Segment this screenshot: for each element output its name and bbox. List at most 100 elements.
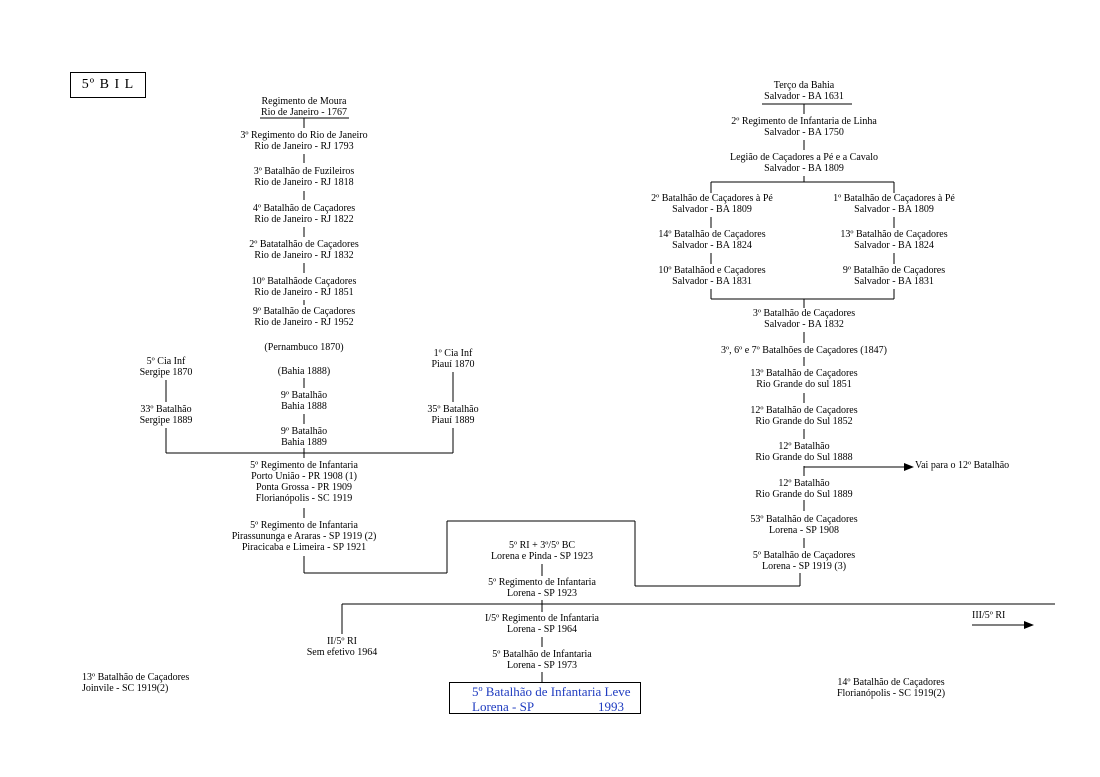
final-unit-year: 1993 [598, 699, 624, 714]
node-53-batalhao-cacadores: 53º Batalhão de Caçadores Lorena - SP 19… [734, 514, 874, 536]
node-14-batalhao-cacadores-ba: 14º Batalhão de Caçadores Salvador - BA … [649, 229, 775, 251]
node-35-batalhao: 35º Batalhão Piauí 1889 [413, 404, 493, 426]
node-line: 3º Batalhão de Fuzileiros [253, 166, 355, 177]
node-line: 1º Cia Inf [433, 348, 473, 359]
node-line: 13º Batalhão de Caçadores [750, 368, 858, 379]
node-line: Terço da Bahia [773, 80, 835, 91]
node-line: 13º Batalhão de Caçadores [840, 229, 948, 240]
node-5-regimento-infantaria-pr: 5º Regimento de Infantaria Porto União -… [224, 460, 384, 504]
node-line: Lorena e Pinda - SP 1923 [490, 551, 594, 562]
node-2-batalhao-cacadores: 2º Batatalhão de Caçadores Rio de Janeir… [239, 239, 369, 261]
node-line: Salvador - BA 1832 [764, 319, 844, 330]
node-line: Rio de Janeiro - RJ 1832 [254, 250, 354, 261]
node-line: 14º Batalhão de Caçadores [837, 677, 945, 688]
node-33-batalhao: 33º Batalhão Sergipe 1889 [126, 404, 206, 426]
node-12-batalhao-cacadores-rs: 12º Batalhão de Caçadores Rio Grande do … [744, 405, 864, 427]
node-line: 9º Batalhão [280, 390, 328, 401]
node-5-batalhao-cacadores: 5º Batalhão de Caçadores Lorena - SP 191… [734, 550, 874, 572]
node-line: 9º Batalhão de Caçadores [252, 306, 356, 317]
node-line: 10º Batalhãode Caçadores [251, 276, 357, 287]
node-line: (Pernambuco 1870) [264, 342, 344, 353]
node-line: 3º Regimento do Rio de Janeiro [240, 130, 368, 141]
final-unit-location: Lorena - SP [472, 699, 535, 714]
node-9-batalhao-cacadores-ba: 9º Batalhão de Caçadores Salvador - BA 1… [831, 265, 957, 287]
node-line: Rio de Janeiro - RJ 1851 [254, 287, 354, 298]
node-line: Bahia 1889 [281, 437, 327, 448]
node-line: Rio Grande do sul 1851 [756, 379, 852, 390]
node-12-batalhao-1888: 12º Batalhão Rio Grande do Sul 1888 [744, 441, 864, 463]
node-2-regimento-infantaria-linha: 2º Regimento de Infantaria de Linha Salv… [719, 116, 889, 138]
arrow-label-iii-5-ri: III/5º RI [972, 610, 1006, 621]
node-line: 2º Batatalhão de Caçadores [249, 239, 359, 250]
node-line: (Bahia 1888) [277, 366, 331, 377]
node-ii-5-ri: II/5º RI Sem efetivo 1964 [297, 636, 387, 658]
node-line: Ponta Grossa - PR 1909 [255, 482, 353, 493]
node-line: Salvador - BA 1631 [764, 91, 844, 102]
node-9-batalhao-1889: 9º Batalhão Bahia 1889 [254, 426, 354, 448]
note-14-batalhao-florianopolis: 14º Batalhão de Caçadores Florianópolis … [826, 677, 956, 699]
node-line: 5º Batalhão de Infantaria [492, 649, 592, 660]
node-line: Rio de Janeiro - RJ 1952 [254, 317, 354, 328]
node-3-batalhao-cacadores-ba: 3º Batalhão de Caçadores Salvador - BA 1… [739, 308, 869, 330]
node-5-regimento-infantaria-sp: 5º Regimento de Infantaria Pirassununga … [214, 520, 394, 553]
node-line: Sem efetivo 1964 [306, 647, 378, 658]
node-line: Rio de Janeiro - 1767 [260, 107, 348, 118]
node-batalhoes-1847: 3º, 6º e 7º Batalhões de Caçadores (1847… [704, 345, 904, 356]
unit-badge: 5º B I L [70, 72, 146, 98]
node-line: Rio de Janeiro - RJ 1822 [254, 214, 354, 225]
node-i-5-regimento: I/5º Regimento de Infantaria Lorena - SP… [467, 613, 617, 635]
node-9-batalhao-cacadores: 9º Batalhão de Caçadores Rio de Janeiro … [239, 306, 369, 328]
node-5-cia-inf: 5º Cia Inf Sergipe 1870 [126, 356, 206, 378]
node-line: Salvador - BA 1809 [854, 204, 934, 215]
node-line: Sergipe 1870 [139, 367, 193, 378]
node-line: Lorena - SP 1923 [507, 588, 577, 599]
node-line: Bahia 1888 [281, 401, 327, 412]
node-5-batalhao-infantaria: 5º Batalhão de Infantaria Lorena - SP 19… [472, 649, 612, 671]
node-line: 3º, 6º e 7º Batalhões de Caçadores (1847… [721, 345, 887, 356]
node-13-batalhao-rs: 13º Batalhão de Caçadores Rio Grande do … [744, 368, 864, 390]
node-line: Piauí 1889 [431, 415, 475, 426]
node-line: Rio Grande do Sul 1889 [755, 489, 853, 500]
node-line: Lorena - SP 1919 (3) [761, 561, 847, 572]
node-line: 33º Batalhão [140, 404, 192, 415]
node-line: 5º Regimento de Infantaria [250, 460, 358, 471]
arrow-label-12-batalhao: Vai para o 12º Batalhão [915, 460, 1010, 471]
node-10-batalhao-cacadores: 10º Batalhãode Caçadores Rio de Janeiro … [239, 276, 369, 298]
node-terco-bahia: Terço da Bahia Salvador - BA 1631 [734, 80, 874, 102]
node-legiao-cacadores: Legião de Caçadores a Pé e a Cavalo Salv… [719, 152, 889, 174]
node-bahia-1888: (Bahia 1888) [254, 366, 354, 377]
node-line: Rio de Janeiro - RJ 1793 [254, 141, 354, 152]
final-unit-location-row: Lorena - SP 1993 [472, 699, 640, 714]
final-unit-box: 5º Batalhão de Infantaria Leve Lorena - … [449, 682, 641, 714]
node-line: 10º Batalhãod e Caçadores [658, 265, 766, 276]
node-line: Salvador - BA 1824 [854, 240, 934, 251]
node-5-ri-3-5-bc: 5º RI + 3º/5º BC Lorena e Pinda - SP 192… [472, 540, 612, 562]
final-unit-name: 5º Batalhão de Infantaria Leve [472, 684, 631, 699]
node-line: 1º Batalhão de Caçadores à Pé [833, 193, 955, 204]
arrowhead [904, 463, 914, 471]
node-line: I/5º Regimento de Infantaria [485, 613, 599, 624]
node-pernambuco: (Pernambuco 1870) [254, 342, 354, 353]
note-13-batalhao-joinvile: 13º Batalhão de Caçadores Joinvile - SC … [82, 672, 212, 694]
node-line: Rio de Janeiro - RJ 1818 [254, 177, 354, 188]
node-line: Piracicaba e Limeira - SP 1921 [241, 542, 367, 553]
node-line: 9º Batalhão de Caçadores [842, 265, 946, 276]
node-line: Lorena - SP 1908 [769, 525, 839, 536]
node-line: 12º Batalhão de Caçadores [750, 405, 858, 416]
node-line: 53º Batalhão de Caçadores [750, 514, 858, 525]
node-line: II/5º RI [326, 636, 358, 647]
node-regimento-moura: Regimento de Moura Rio de Janeiro - 1767 [254, 96, 354, 118]
node-line: Salvador - BA 1824 [672, 240, 752, 251]
node-line: Piauí 1870 [431, 359, 475, 370]
node-line: 5º Regimento de Infantaria [488, 577, 596, 588]
arrowhead [1024, 621, 1034, 629]
node-line: 35º Batalhão [427, 404, 479, 415]
node-line: Pirassununga e Araras - SP 1919 (2) [231, 531, 377, 542]
node-line: Lorena - SP 1964 [507, 624, 577, 635]
node-13-batalhao-cacadores-ba: 13º Batalhão de Caçadores Salvador - BA … [831, 229, 957, 251]
node-line: Legião de Caçadores a Pé e a Cavalo [730, 152, 878, 163]
node-3-batalhao-fuzileiros: 3º Batalhão de Fuzileiros Rio de Janeiro… [239, 166, 369, 188]
node-line: 3º Batalhão de Caçadores [752, 308, 856, 319]
